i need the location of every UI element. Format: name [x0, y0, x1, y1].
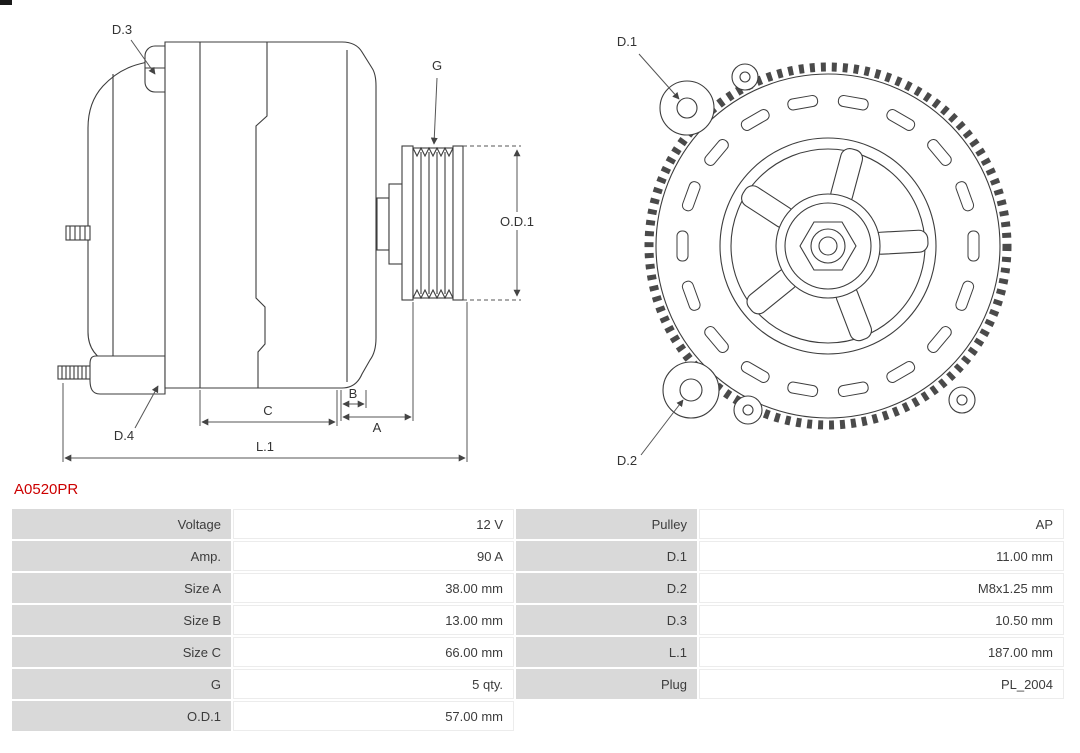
table-row: G 5 qty. Plug PL_2004 [12, 669, 1064, 699]
corner-artifact [0, 0, 12, 5]
dim-label-od1: O.D.1 [500, 214, 534, 229]
spec-value-cell: 5 qty. [233, 669, 514, 699]
spec-value-cell: AP [699, 509, 1064, 539]
dim-label-g: G [432, 58, 442, 73]
spec-label-cell: G [12, 669, 231, 699]
spec-label-cell: Plug [516, 669, 697, 699]
spec-label-cell: Size C [12, 637, 231, 667]
table-row: Size A 38.00 mm D.2 M8x1.25 mm [12, 573, 1064, 603]
spec-value-cell: 13.00 mm [233, 605, 514, 635]
spec-label-cell: Size A [12, 573, 231, 603]
spec-value-cell: PL_2004 [699, 669, 1064, 699]
spec-label-cell: Amp. [12, 541, 231, 571]
shaft-nut-hexagon [799, 221, 857, 271]
g-leader-arrow [430, 77, 438, 145]
dim-label-l1: L.1 [256, 439, 274, 454]
dim-label-c: C [263, 403, 272, 418]
table-row: Size C 66.00 mm L.1 187.00 mm [12, 637, 1064, 667]
d3-leader-arrow [130, 39, 156, 75]
spec-label-cell: Pulley [516, 509, 697, 539]
spec-label-cell: Voltage [12, 509, 231, 539]
spec-value-cell: 11.00 mm [699, 541, 1064, 571]
spec-empty-cell [516, 701, 697, 731]
spec-label-cell: Size B [12, 605, 231, 635]
spec-value-cell: 12 V [233, 509, 514, 539]
table-row: Amp. 90 A D.1 11.00 mm [12, 541, 1064, 571]
dim-label-d1: D.1 [617, 34, 637, 49]
spec-value-cell: 187.00 mm [699, 637, 1064, 667]
spec-table: Voltage 12 V Pulley AP Amp. 90 A D.1 11.… [10, 507, 1066, 733]
side-view-drawing: D.3 D.4 G O.D.1 C B A L.1 [57, 22, 542, 462]
front-view-drawing: D.1 D.2 [617, 34, 1012, 468]
dim-label-d3: D.3 [112, 22, 132, 37]
dim-label-d2: D.2 [617, 453, 637, 468]
d4-leader-arrow [134, 385, 159, 429]
dim-label-d4: D.4 [114, 428, 134, 443]
technical-drawing: D.3 D.4 G O.D.1 C B A L.1 [57, 22, 1012, 468]
spec-value-cell: 90 A [233, 541, 514, 571]
spec-value-cell: 66.00 mm [233, 637, 514, 667]
dim-label-a: A [373, 420, 382, 435]
spec-label-cell: D.2 [516, 573, 697, 603]
d2-leader-arrow [640, 399, 684, 456]
spec-empty-cell [699, 701, 1064, 731]
spec-label-cell: O.D.1 [12, 701, 231, 731]
part-number: A0520PR [14, 481, 79, 498]
spec-value-cell: 38.00 mm [233, 573, 514, 603]
table-row: Voltage 12 V Pulley AP [12, 509, 1064, 539]
spec-label-cell: D.3 [516, 605, 697, 635]
d1-leader-arrow [638, 53, 680, 100]
spec-value-cell: 57.00 mm [233, 701, 514, 731]
spec-value-cell: 10.50 mm [699, 605, 1064, 635]
table-row: Size B 13.00 mm D.3 10.50 mm [12, 605, 1064, 635]
dim-label-b: B [349, 386, 358, 401]
spec-label-cell: D.1 [516, 541, 697, 571]
table-row: O.D.1 57.00 mm [12, 701, 1064, 731]
spec-label-cell: L.1 [516, 637, 697, 667]
spec-value-cell: M8x1.25 mm [699, 573, 1064, 603]
